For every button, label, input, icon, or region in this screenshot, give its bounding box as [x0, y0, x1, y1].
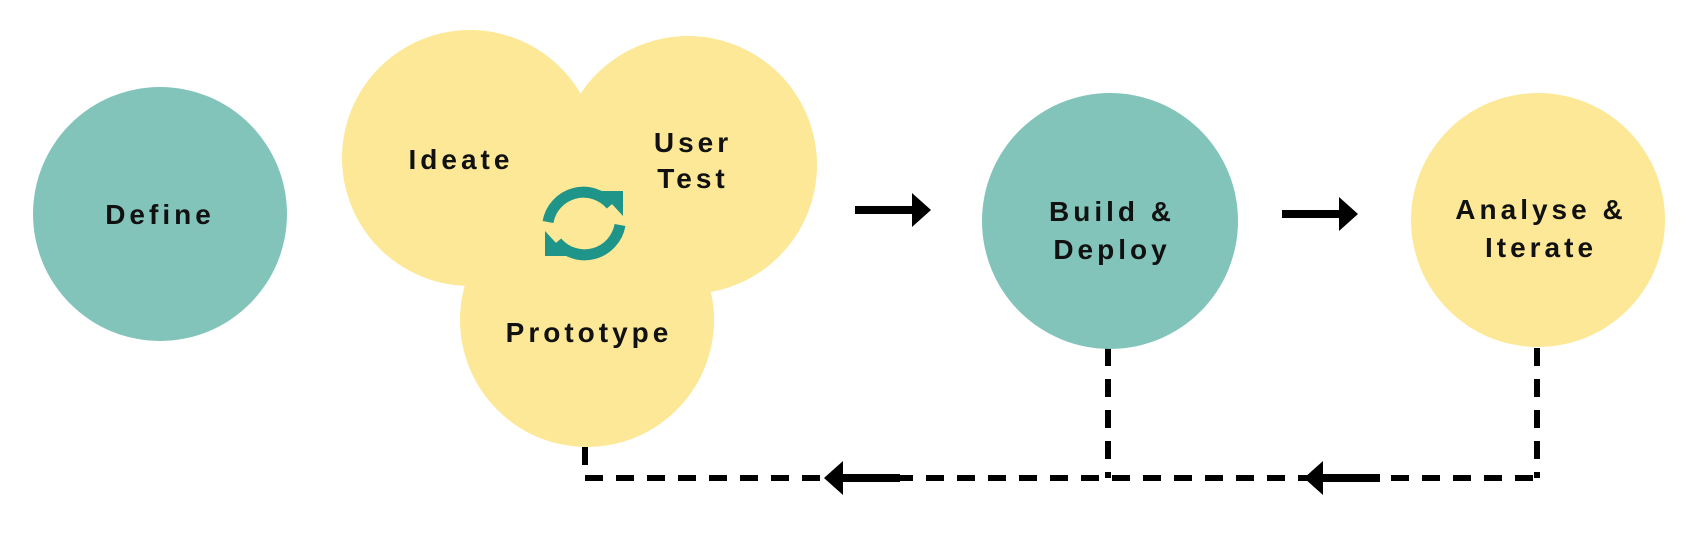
define-circle	[33, 87, 287, 341]
analyse-iterate-circle	[1411, 93, 1665, 347]
build-deploy-label-line1: Build &	[1049, 196, 1175, 227]
ideate-circle	[342, 30, 598, 286]
arrow-back-left	[824, 461, 900, 495]
feedback-loop-lines	[582, 348, 1540, 481]
build-deploy-label-line2: Deploy	[1053, 234, 1170, 265]
prototype-label: Prototype	[506, 317, 673, 348]
refresh-cycle-icon	[542, 186, 626, 261]
define-label: Define	[105, 199, 215, 230]
user-test-label-line2: Test	[657, 163, 729, 194]
arrow-back-right	[1304, 461, 1380, 495]
ideate-label: Ideate	[409, 144, 514, 175]
arrow-to-build	[855, 193, 931, 227]
build-deploy-circle	[982, 93, 1238, 349]
user-test-label-line1: User	[654, 127, 732, 158]
arrow-to-analyse	[1282, 197, 1358, 231]
analyse-iterate-label-line1: Analyse &	[1455, 194, 1626, 225]
analyse-iterate-label-line2: Iterate	[1485, 232, 1597, 263]
